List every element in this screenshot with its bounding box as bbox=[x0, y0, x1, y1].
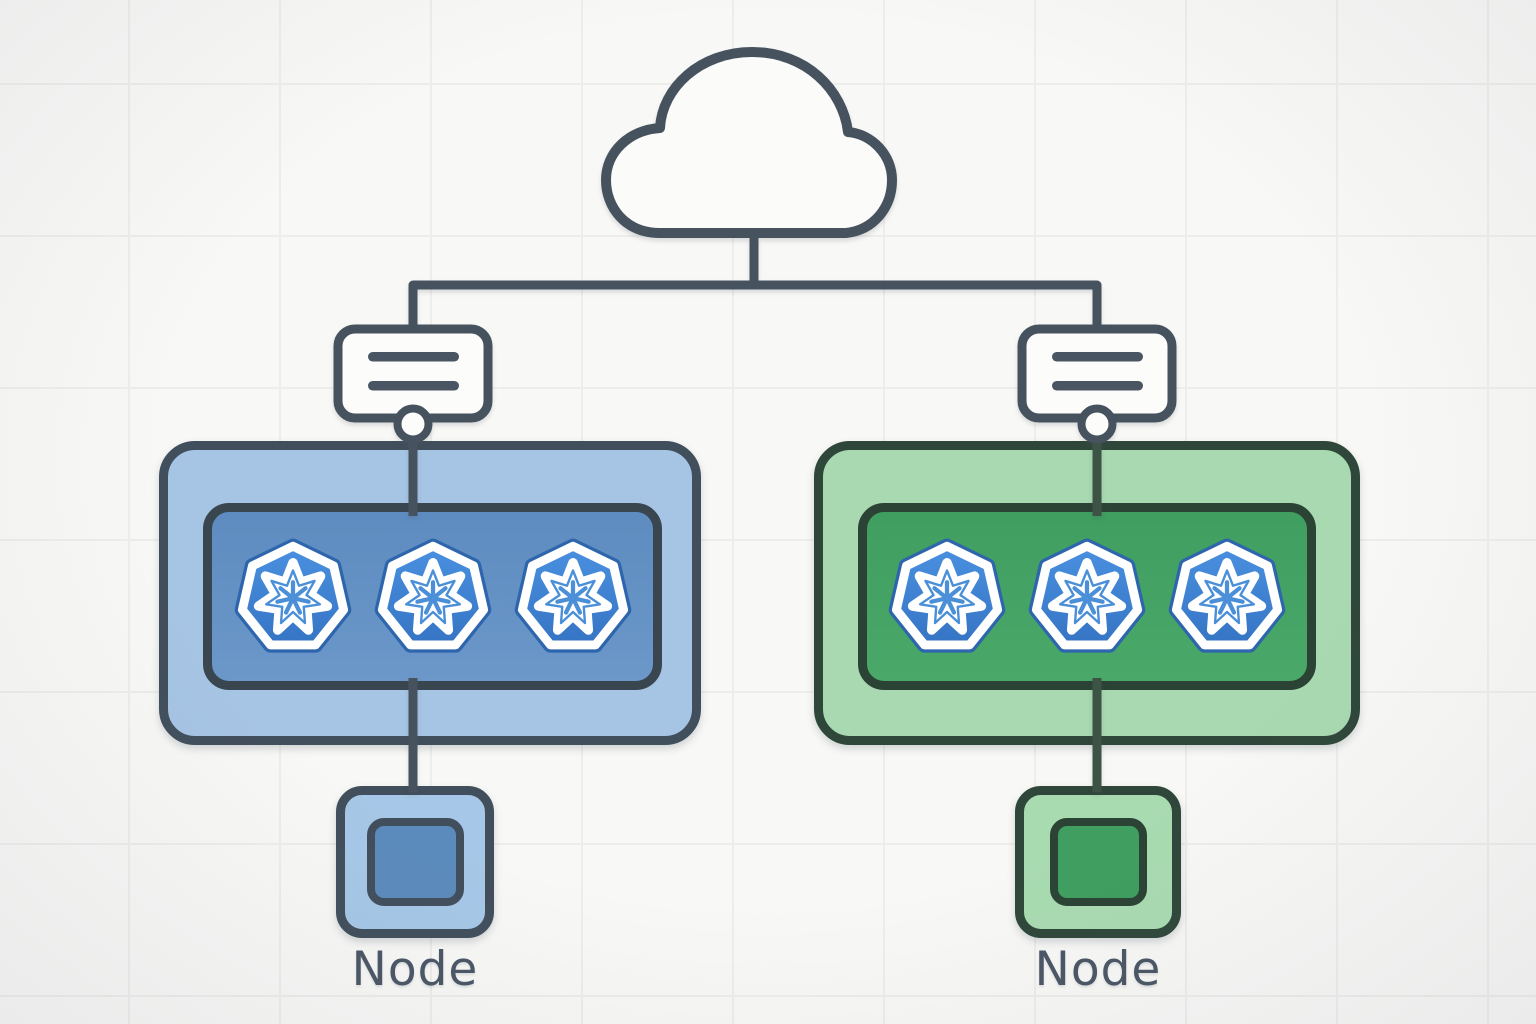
control-plane-card bbox=[333, 324, 493, 423]
pod-group-blue bbox=[203, 503, 662, 690]
kubernetes-pod-icon bbox=[1168, 538, 1286, 656]
connector-port-circle bbox=[1077, 404, 1117, 444]
cluster-box-green bbox=[814, 441, 1360, 745]
node-inner-square bbox=[366, 818, 464, 906]
node-inner-square bbox=[1049, 818, 1147, 906]
helm-star-outline bbox=[264, 568, 321, 624]
kubernetes-pod-icon bbox=[888, 538, 1006, 656]
kubernetes-pod-icon bbox=[234, 538, 352, 656]
asterisk-glyph bbox=[1069, 579, 1105, 615]
helm-star-outline bbox=[404, 568, 461, 624]
kubernetes-pod-icon bbox=[374, 538, 492, 656]
connector-port-circle bbox=[393, 404, 433, 444]
text-line-icon bbox=[1052, 381, 1143, 391]
asterisk-glyph bbox=[274, 579, 311, 615]
control-plane-box-right bbox=[1017, 324, 1177, 444]
asterisk-glyph bbox=[1209, 579, 1245, 615]
asterisk-glyph bbox=[414, 579, 451, 615]
helm-star-outline bbox=[918, 568, 976, 624]
text-line-icon bbox=[368, 352, 459, 362]
node-label: Node bbox=[351, 942, 479, 997]
cluster-box-blue bbox=[159, 441, 701, 745]
helm-star-outline bbox=[1058, 568, 1116, 624]
node-box-green bbox=[1015, 786, 1181, 938]
pod-group-green bbox=[858, 503, 1316, 690]
text-line-icon bbox=[1052, 352, 1143, 362]
kubernetes-pod-icon bbox=[514, 538, 632, 656]
tree-branch-connector bbox=[408, 280, 1102, 332]
node-box-blue bbox=[336, 786, 494, 938]
control-plane-box-left bbox=[333, 324, 493, 444]
control-plane-card bbox=[1017, 324, 1177, 423]
helm-star-outline bbox=[1198, 568, 1256, 624]
helm-star-outline bbox=[544, 568, 601, 624]
asterisk-glyph bbox=[929, 579, 965, 615]
cloud-icon bbox=[601, 47, 897, 238]
node-label: Node bbox=[1034, 942, 1162, 997]
asterisk-glyph bbox=[554, 579, 591, 615]
kubernetes-pod-icon bbox=[1028, 538, 1146, 656]
text-line-icon bbox=[368, 381, 459, 391]
